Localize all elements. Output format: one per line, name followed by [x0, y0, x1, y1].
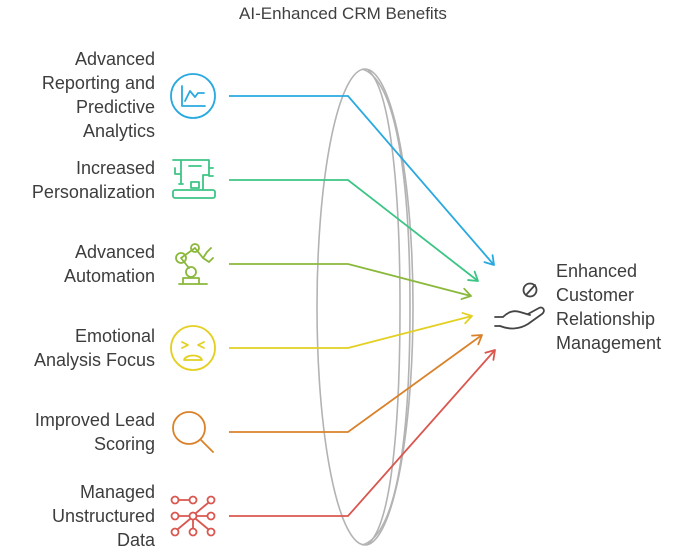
magnifying-glass-icon — [172, 411, 214, 453]
label-emotional-analysis: Emotional Analysis Focus — [33, 326, 155, 370]
network-graph-icon — [170, 495, 216, 537]
lens — [316, 68, 414, 546]
label-increased-personalization: Increased Personalization — [31, 158, 155, 202]
frustrated-face-icon — [170, 325, 216, 371]
connector-arrow — [229, 334, 483, 433]
connector-arrow — [229, 312, 473, 349]
label-improved-lead-scoring: Improved Lead Scoring — [34, 410, 155, 454]
connector-arrow — [229, 179, 479, 282]
label-advanced-reporting: Advanced Reporting and Predictive Analyt… — [41, 49, 155, 141]
hand-with-person-icon — [494, 282, 545, 330]
connector-arrow — [229, 95, 495, 266]
diagram-title: AI-Enhanced CRM Benefits — [239, 4, 447, 23]
icons — [170, 73, 216, 537]
label-advanced-automation: Advanced Automation — [63, 242, 155, 286]
label-managed-unstructured-data: Managed Unstructured Data — [51, 482, 155, 550]
result-label: Enhanced Customer Relationship Managemen… — [556, 261, 662, 353]
analytics-chart-icon — [170, 73, 216, 119]
connectors — [229, 95, 496, 517]
robot-arm-icon — [175, 243, 214, 285]
connector-arrow — [229, 263, 472, 300]
sewing-machine-icon — [172, 159, 216, 199]
connector-arrow — [229, 349, 496, 517]
